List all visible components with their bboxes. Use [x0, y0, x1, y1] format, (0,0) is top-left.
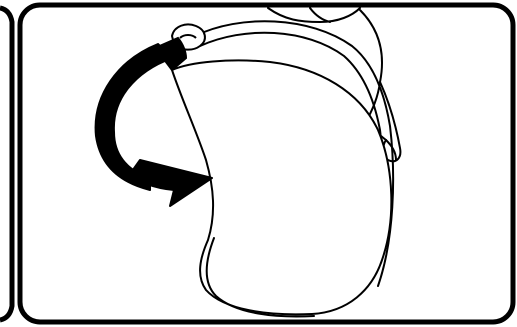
left-panel-frame	[0, 8, 12, 320]
